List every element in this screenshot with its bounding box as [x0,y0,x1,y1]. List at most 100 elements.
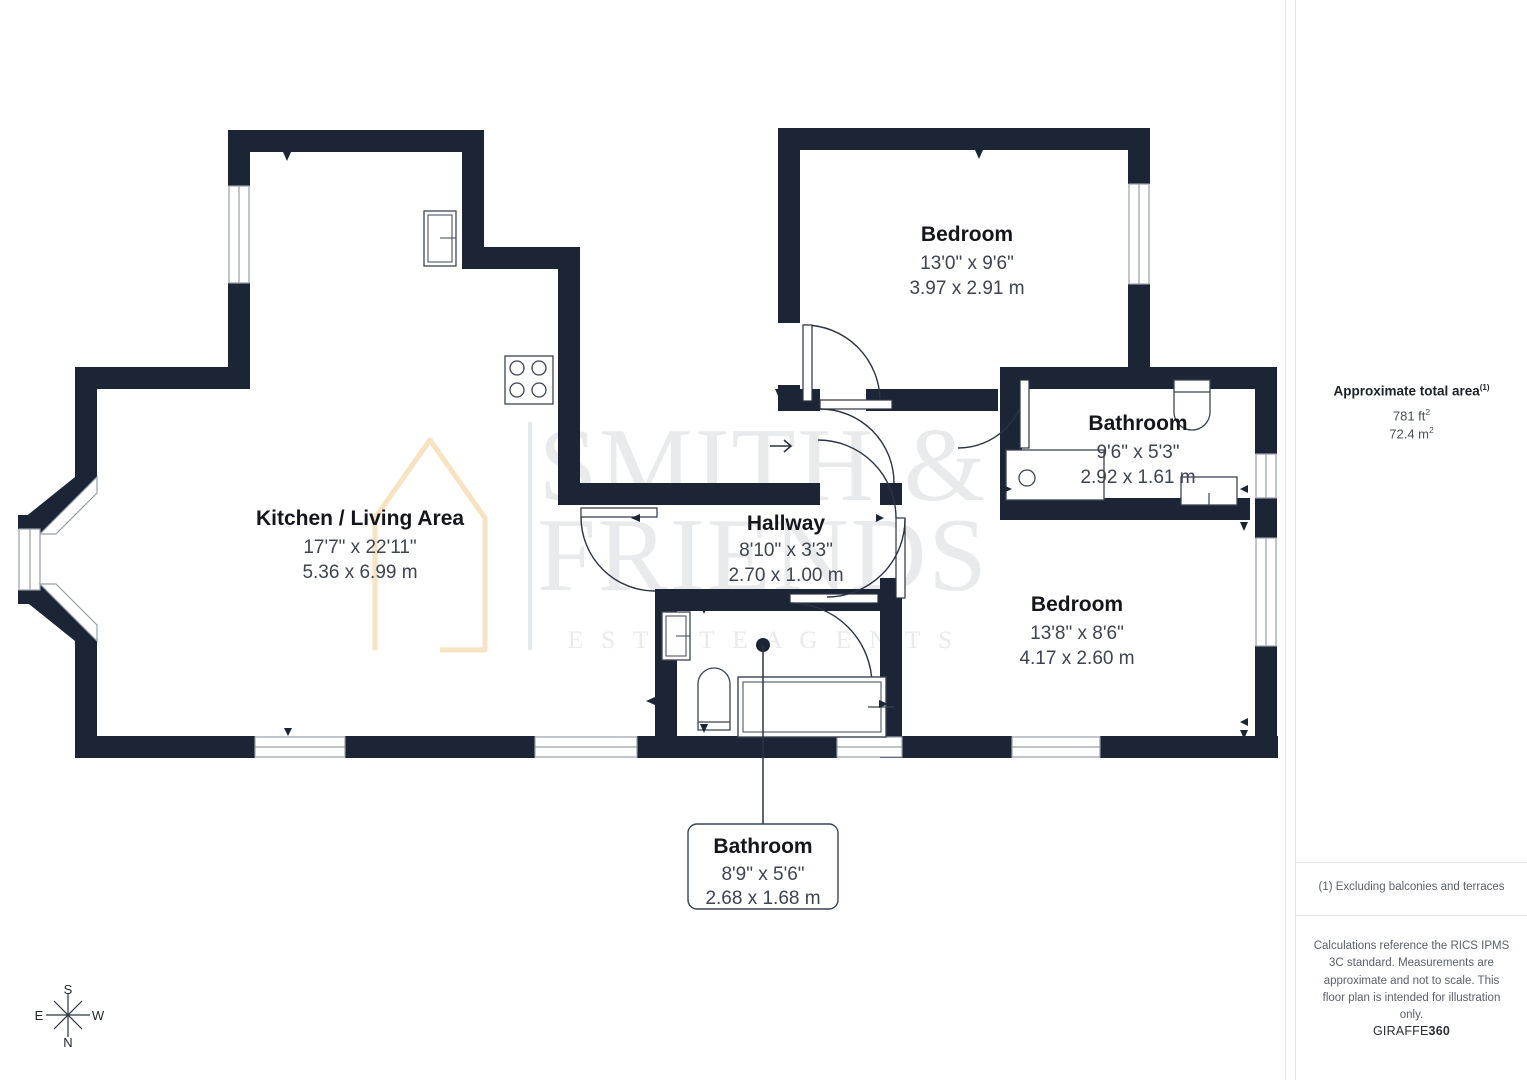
wall-bed1-right-upper [1128,128,1150,184]
room-metric-bedroom-top: 3.97 x 2.91 m [909,278,1024,299]
brand-name: GIRAFFE360 [1373,1024,1450,1038]
dim-marker-bath1-right [879,700,888,708]
room-label-bedroom-top: Bedroom 13'0" x 9'6" 3.97 x 2.91 m [909,223,1024,299]
dim-marker-bath2-top [1234,370,1242,379]
callout-metric: 2.68 x 1.68 m [705,888,820,909]
dim-marker-bed2-bottom [1240,730,1248,739]
wall-kitchen-bottom [75,736,255,758]
door-hall-bed1-leaf [819,399,893,410]
fixture-hob-burner-2 [531,360,547,376]
room-imperial-bedroom-bottom: 13'8" x 8'6" [1030,623,1124,644]
brand-prefix: GIRAFFE [1372,1024,1429,1038]
panel-divider-outer [1285,0,1286,1080]
room-metric-kitchen-living: 5.36 x 6.99 m [302,562,417,583]
wall-bed1-right-lower [1128,284,1150,376]
wall-kitchen-right [558,247,580,505]
compass-label-bottom: N [63,1035,72,1050]
dim-marker-bed2-right [1240,718,1248,726]
total-area-title-footnote-marker: (1) [1479,383,1490,392]
room-label-kitchen-living: Kitchen / Living Area 17'7" x 22'11" 5.3… [256,507,464,583]
room-name-bedroom-top: Bedroom [921,223,1013,246]
window-bay-lower [38,583,98,643]
room-imperial-bedroom-top: 13'0" x 9'6" [920,253,1014,274]
total-area-sqm-value: 72.4 m [1389,426,1429,442]
room-name-hallway: Hallway [747,512,826,535]
door-bath1-swing [789,602,873,686]
wall-bath2-right-lower [1255,498,1277,516]
total-area-title-text: Approximate total area [1333,383,1480,399]
legal-text: Calculations reference the RICS IPMS 3C … [1313,940,1510,1021]
door-bed1-leaf [802,324,813,402]
door-bath1-leaf [789,593,879,604]
wall-kitchen-upperleft-b [228,283,250,367]
fixture-hob-burner-4 [531,382,547,398]
callout-room-name: Bathroom [713,835,812,858]
room-label-bathroom-right: Bathroom 9'6" x 5'3" 2.92 x 1.61 m [1080,412,1195,488]
legal-block: Calculations reference the RICS IPMS 3C … [1296,915,1527,1024]
room-label-bedroom-bottom: Bedroom 13'8" x 8'6" 4.17 x 2.60 m [1019,593,1134,669]
compass-rose-group: S N E W [35,982,105,1050]
room-imperial-hallway: 8'10" x 3'3" [739,540,833,561]
wall-bed2-bottom [902,736,1012,758]
flow-arrow-group [770,439,793,453]
wall-bay-upper-angle [24,477,97,534]
bathroom-callout-group: Bathroom 8'9" x 5'6" 2.68 x 1.68 m [687,638,839,910]
dim-marker-bath2-left [1003,485,1012,493]
room-label-hallway: Hallway 8'10" x 3'3" 2.70 x 1.00 m [728,512,843,586]
room-imperial-kitchen-living: 17'7" x 22'11" [303,537,416,558]
wall-bed2-bottom-b [1100,736,1278,758]
total-area-sqm-exp: 2 [1429,424,1434,435]
wall-kitchen-left-lower [75,641,97,758]
flow-arrow-head [783,439,793,453]
fixture-bathtub-inner [742,681,882,733]
dim-marker-bed2-top [1240,522,1248,531]
dim-marker-bath1-left [646,697,655,705]
dim-marker-kitchen-left [88,384,97,392]
wall-bed2-right-lower [1255,646,1277,758]
dim-marker-kitchen-bottom [284,728,292,736]
total-area-sqft-value: 781 ft [1392,407,1426,423]
wall-bed2-right-upper [1255,516,1277,538]
wall-kitchen-left-upper [75,367,97,477]
door-bed1-swing [803,324,881,402]
dim-marker-bath1-bottom [700,724,708,733]
door-kitchen-leaf [580,507,658,518]
room-metric-bedroom-bottom: 4.17 x 2.60 m [1019,648,1134,669]
door-kitchen-swing [580,516,656,592]
doors-group [580,324,1030,686]
wall-hall-right-upper [880,483,902,505]
door-hall-bed1-swing [819,408,895,484]
wall-kitchen-step-horizontal [75,367,250,389]
brand-block: GIRAFFE360 [1296,1022,1527,1040]
fixture-hob-burner-1 [509,360,525,376]
fixture-shower-tray [1005,449,1105,501]
walls-group [18,128,1278,758]
wall-kitchen-stub [558,483,580,505]
wall-bed1-bottom-b [778,389,820,411]
total-area-sqft-exp: 2 [1425,406,1431,417]
dim-marker-bath1-top [700,605,708,614]
dim-marker-bed2-left [889,718,898,726]
door-bed2-leaf [895,517,906,599]
dim-marker-hall-left [631,514,640,522]
wall-bed1-top [778,128,1150,150]
room-name-bathroom-right: Bathroom [1088,412,1187,435]
dim-marker-bed1-top [975,150,983,159]
wall-bay-left-vertical [18,515,40,529]
brand-suffix: 360 [1428,1024,1451,1038]
dim-marker-hall-right [876,514,884,522]
wall-kitchen-rightupper [462,130,484,247]
fixtures-group [423,210,1238,738]
total-area-title: Approximate total area(1) [1310,383,1513,399]
side-panel: Approximate total area(1) 781 ft2 72.4 m… [1295,0,1527,1080]
compass-label-top: S [64,982,73,997]
compass-label-left: E [35,1008,44,1023]
callout-box [687,823,839,910]
wall-kitchen-step2-horizontal [462,247,580,269]
room-name-kitchen-living: Kitchen / Living Area [256,507,464,530]
wall-kitchen-top [228,130,484,152]
dim-marker-kitchen-top [283,152,291,161]
total-area-sqft: 781 ft2 [1310,407,1513,423]
wall-bed1-left [778,128,800,323]
